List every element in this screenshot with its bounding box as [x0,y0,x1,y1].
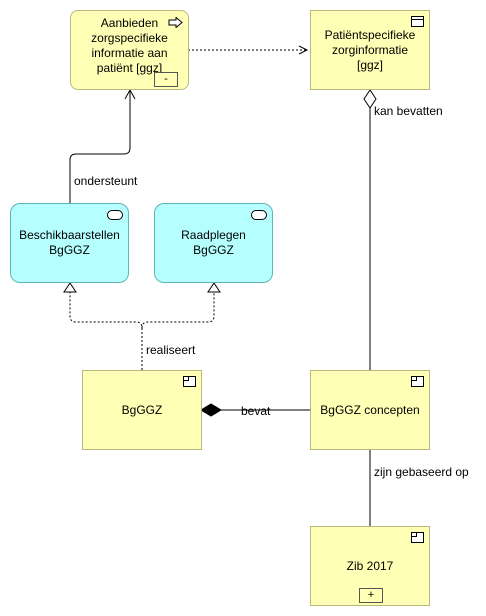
business-object-icon [411,16,424,27]
service-node-beschikbaarstellen[interactable]: Beschikbaarstellen BgGGZ [10,203,129,283]
realization-triangle [207,282,221,293]
serving-connector [69,91,131,203]
service-icon [107,210,123,220]
composition-diamond [200,403,222,417]
process-label: Aanbieden zorgspecifieke informatie aan … [91,16,168,75]
component-icon [411,532,424,543]
expand-button[interactable]: + [359,588,383,603]
aggregation-diamond [363,89,377,109]
component-label: BgGGZ [121,402,163,417]
edge-label-kan-bevatten: kan bevatten [374,104,443,118]
realization-connector [141,292,215,329]
process-node-aanbieden[interactable]: Aanbieden zorgspecifieke informatie aan … [70,10,189,90]
service-label: Raadplegen BgGGZ [181,228,246,257]
business-object-node[interactable]: Patiëntspecifieke zorginformatie [ggz] [310,10,430,90]
edge-label-realiseert: realiseert [146,343,196,357]
collapse-button[interactable]: - [154,72,178,87]
component-node-concepten[interactable]: BgGGZ concepten [310,370,430,450]
serving-arrowhead [124,88,136,100]
service-label: Beschikbaarstellen BgGGZ [19,228,120,257]
edge-label-zijn-gebaseerd-op: zijn gebaseerd op [374,465,469,479]
component-node-bgggz[interactable]: BgGGZ [82,370,202,450]
service-node-raadplegen[interactable]: Raadplegen BgGGZ [154,203,273,283]
flow-arrowhead [298,45,309,55]
component-icon [411,376,424,387]
edge-label-ondersteunt: ondersteunt [74,174,138,188]
component-label: Zib 2017 [346,558,394,573]
realization-triangle [63,282,77,293]
component-node-zib[interactable]: Zib 2017 + [310,526,430,606]
edge-label-bevat: bevat [241,404,271,418]
service-icon [251,210,267,220]
realization-connector [69,292,143,370]
process-arrow-icon [168,17,183,28]
component-icon [183,376,196,387]
component-label: BgGGZ concepten [320,402,420,417]
business-object-label: Patiëntspecifieke zorginformatie [ggz] [324,27,416,72]
